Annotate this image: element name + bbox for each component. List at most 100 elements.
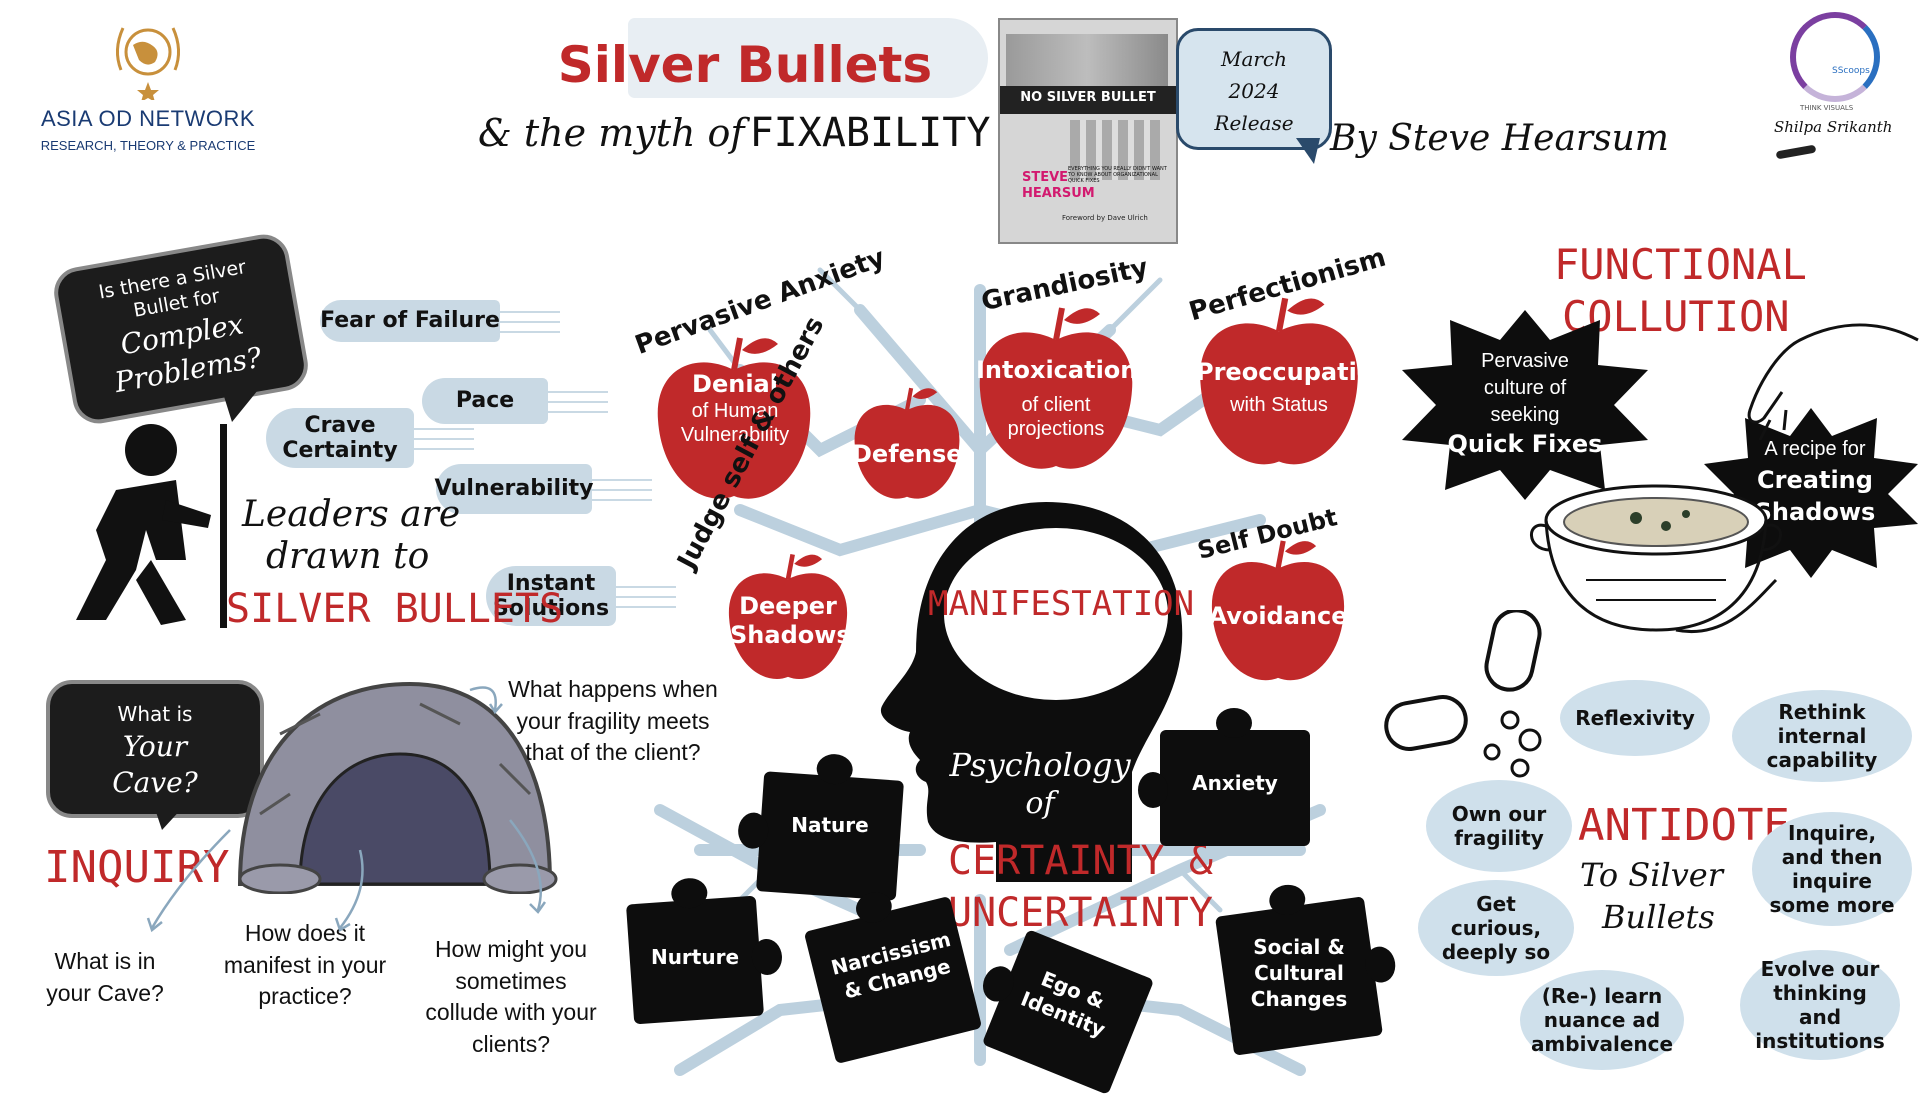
cave-icon [237,681,558,894]
cave-line1: What is [117,702,193,726]
burst-creating-shadows [1704,408,1918,578]
certainty-line2: UNCERTAINTY [948,890,1213,936]
apple-defense-label: Defense [852,440,963,469]
apple-preoccupation [1200,297,1358,465]
pushing-person-icon [76,424,211,625]
apple-deeper-shadows [728,554,848,680]
puzzle-anxiety-label: Anxiety [1192,771,1278,795]
burst2-line2: Creating [1757,466,1873,494]
psychology-line2: of [1025,786,1055,821]
book-shells [1070,120,1160,180]
apple-intoxication-label: Intoxication of client projections [976,356,1138,441]
certainty-line1: CERTAINTY & [948,838,1213,884]
bullet-vulnerability: Vulnerability [435,464,652,514]
cave-line2: Your [122,730,188,763]
book-title-bar [1000,86,1176,114]
book-subtitle: EVERYTHING YOU REALLY DIDN'T WANT TO KNO… [1068,166,1167,184]
book-author-line1: STEVE [1022,170,1069,185]
release-line1: March [1220,47,1288,71]
soup-bowl-icon [1530,484,1782,633]
book-cover: NO SILVER BULLET STEVE HEARSUM EVERYTHIN… [998,18,1178,244]
burst-quick-fixes [1402,310,1648,500]
cloud-own-fragility: Own our fragility [1426,780,1572,872]
author-credit: By Steve Hearsum [1330,118,1669,159]
bullet-instant-solutions: Instant Solutions [486,566,676,626]
burst2-line1: A recipe for [1764,438,1866,460]
apple-avoidance-label: Avoidance [1208,602,1348,631]
burst2-line3: Shadows [1754,498,1876,526]
bullet-crave-certainty: Crave Certainty [266,408,474,468]
artist-logo: SScoops THINK VISUALS Shilpa Srikanth [1770,12,1900,162]
puzzle-anxiety [1138,708,1310,846]
antidote-sub-line1: To Silver [1580,856,1723,894]
puzzle-knob-icon [1138,772,1168,808]
apple-defense-title: Defense [852,440,963,468]
burst1-line1: Pervasive [1481,350,1569,372]
cave-line3: Cave? [112,766,198,799]
puzzle-knob-icon [1362,944,1398,985]
antidote-title: ANTIDOTE [1578,800,1790,851]
manifestation-label: MANIFESTATION [928,584,1195,624]
title-line2-word: FIXABILITY [749,110,991,156]
leaders-line1: Leaders are [242,494,461,535]
laurel-globe-icon [116,27,180,100]
puzzle-knob-icon [670,877,709,910]
apple-denial-label: Denial of Human Vulnerability [660,370,810,447]
artist-logo-text: SScoops [1832,66,1870,76]
head-silhouette-icon [880,502,1183,882]
apple-preoccupation-label: Preoccupation with Status [1196,358,1391,417]
apple-deeper-shadows-title: Deeper Shadows [730,592,851,649]
burst1-line3: seeking [1490,404,1560,426]
apple-intoxication-sub: of client projections [1007,393,1105,440]
org-name: ASIA OD NETWORK [40,106,256,131]
artist-tag: THINK VISUALS [1800,104,1854,112]
artist-name: Shilpa Srikanth [1774,118,1893,136]
inquiry-q2: What is in your Cave? [46,948,164,1006]
pen-icon [1775,144,1817,160]
leaders-line2: drawn to [266,536,430,577]
apple-preoccupation-title: Preoccupation [1196,358,1391,386]
org-logo: ASIA OD NETWORK RESEARCH, THEORY & PRACT… [28,10,268,153]
apple-intoxication-title: Intoxication [976,356,1138,384]
cave-bubble-tail [154,806,184,830]
inquiry-arrows [146,686,547,933]
inquiry-q4: How might you sometimes collude with you… [425,936,597,1058]
org-tagline: RESEARCH, THEORY & PRACTICE [40,138,256,153]
apple-preoccupation-sub: with Status [1230,393,1328,416]
book-author-line2: HEARSUM [1022,186,1095,201]
apple-avoidance [1211,540,1345,681]
release-bubble: March 2024 Release [1176,28,1332,150]
collusion-title-line2: COLLUTION [1562,292,1790,341]
collusion-title-line1: FUNCTIONAL [1554,240,1807,289]
bullet-fear-of-failure: Fear of Failure [320,300,560,342]
apple-deeper-shadows-label: Deeper Shadows [730,592,851,650]
book-title: NO SILVER BULLET [1020,90,1156,105]
apple-intoxication [979,307,1133,469]
release-bubble-tail [1296,138,1320,164]
puzzle-nurture-label: Nurture [650,945,740,969]
bullet-pace: Pace [422,378,608,424]
cave-bubble: What is Your Cave? [46,680,264,818]
cloud-relearn-nuance: (Re-) learn nuance ad ambivalence [1520,970,1684,1070]
apple-avoidance-title: Avoidance [1208,602,1348,630]
burst1-line2: culture of [1483,377,1567,399]
cloud-inquire-more: Inquire, and then inquire some more [1752,812,1912,926]
antidote-sub-line2: Bullets [1602,898,1715,936]
puzzle-social-label: Social & Cultural Changes [1250,935,1348,1011]
barrier-line [220,424,227,628]
leaders-line3: SILVER BULLETS [226,586,564,632]
pill-capsule-icon [1384,610,1542,778]
book-foreword: Foreword by Dave Ulrich [1062,214,1148,222]
cloud-rethink-capability: Rethink internal capability [1732,690,1912,782]
cloud-evolve-thinking: Evolve our thinking and institutions [1740,950,1900,1060]
cloud-get-curious: Get curious, deeply so [1418,880,1574,976]
cloud-reflexivity: Reflexivity [1560,680,1710,756]
puzzle-knob-icon [1216,708,1252,738]
swirl-icon [1790,12,1880,102]
psychology-line1: Psychology [949,746,1131,784]
apple-defense [854,387,960,499]
title-line2: & the myth of FIXABILITY [478,110,998,156]
release-line3: Release [1214,111,1294,135]
title-bullet-shape [628,18,988,98]
burst1-line4: Quick Fixes [1447,430,1603,458]
